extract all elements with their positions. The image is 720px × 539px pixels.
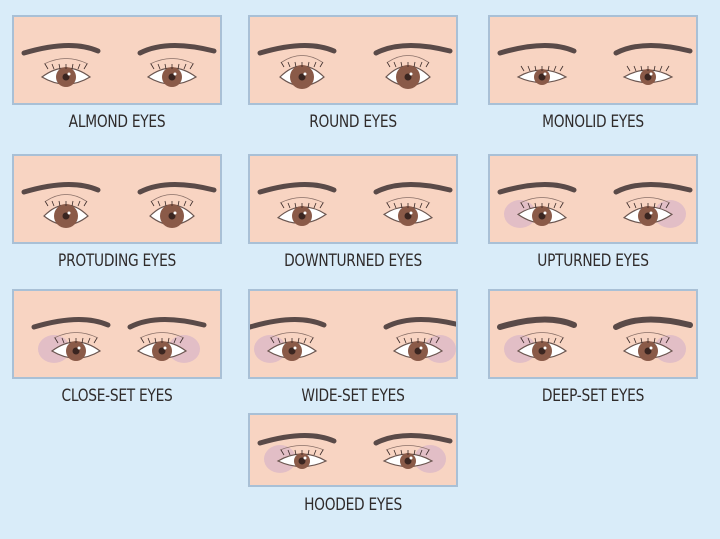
eye-illustration	[248, 289, 458, 379]
eyebrow-icon	[31, 316, 111, 330]
eyebrow-icon	[137, 42, 217, 56]
eye-illustration	[248, 15, 458, 105]
eyebrow-icon	[257, 181, 337, 195]
eye-type-downturned: DOWNTURNED EYES	[248, 154, 458, 271]
eye-type-label: HOODED EYES	[304, 495, 402, 515]
eye-type-wide-set: WIDE-SET EYES	[248, 289, 458, 406]
eye-illustration	[12, 15, 222, 105]
eyebrow-icon	[250, 316, 327, 330]
eyebrow-icon	[373, 432, 453, 446]
eye-type-label: ROUND EYES	[309, 112, 397, 132]
eye-type-label: DOWNTURNED EYES	[284, 251, 422, 271]
eyebrow-icon	[497, 42, 577, 56]
eyebrow-icon	[257, 432, 337, 446]
eyebrow-icon	[127, 316, 207, 330]
eye-illustration	[488, 15, 698, 105]
eye-type-monolid: MONOLID EYES	[488, 15, 698, 132]
eye-type-upturned: UPTURNED EYES	[488, 154, 698, 271]
eye-illustration	[488, 289, 698, 379]
eyebrow-icon	[613, 316, 693, 330]
eye-illustration	[12, 289, 222, 379]
eye-type-label: WIDE-SET EYES	[301, 386, 405, 406]
eye-illustration	[248, 154, 458, 244]
eye-type-close-set: CLOSE-SET EYES	[12, 289, 222, 406]
eye-type-label: DEEP-SET EYES	[541, 386, 645, 406]
eye-type-hooded: HOODED EYES	[248, 413, 458, 515]
eye-illustration	[488, 154, 698, 244]
eye-shadow	[264, 445, 296, 473]
eyebrow-icon	[613, 42, 693, 56]
eye-type-label: CLOSE-SET EYES	[61, 386, 173, 406]
eye-type-protruding: PROTUDING EYES	[12, 154, 222, 271]
eye-type-deep-set: DEEP-SET EYES	[488, 289, 698, 406]
eyebrow-icon	[21, 42, 101, 56]
eyebrow-icon	[383, 316, 456, 330]
eye-type-almond: ALMOND EYES	[12, 15, 222, 132]
eyebrow-icon	[21, 181, 101, 195]
eye-type-label: UPTURNED EYES	[537, 251, 649, 271]
eyebrow-icon	[257, 42, 337, 56]
eyebrow-icon	[613, 181, 693, 195]
eye-type-label: MONOLID EYES	[542, 112, 644, 132]
eye-shadow	[414, 445, 446, 473]
eyebrow-icon	[373, 181, 453, 195]
eyebrow-icon	[497, 316, 577, 330]
eyebrow-icon	[497, 181, 577, 195]
eyebrow-icon	[137, 181, 217, 195]
eyebrow-icon	[373, 42, 453, 56]
eye-type-label: ALMOND EYES	[68, 112, 166, 132]
eye-illustration	[12, 154, 222, 244]
eye-illustration	[248, 413, 458, 487]
eye-type-label: PROTUDING EYES	[58, 251, 176, 271]
eye-type-round: ROUND EYES	[248, 15, 458, 132]
